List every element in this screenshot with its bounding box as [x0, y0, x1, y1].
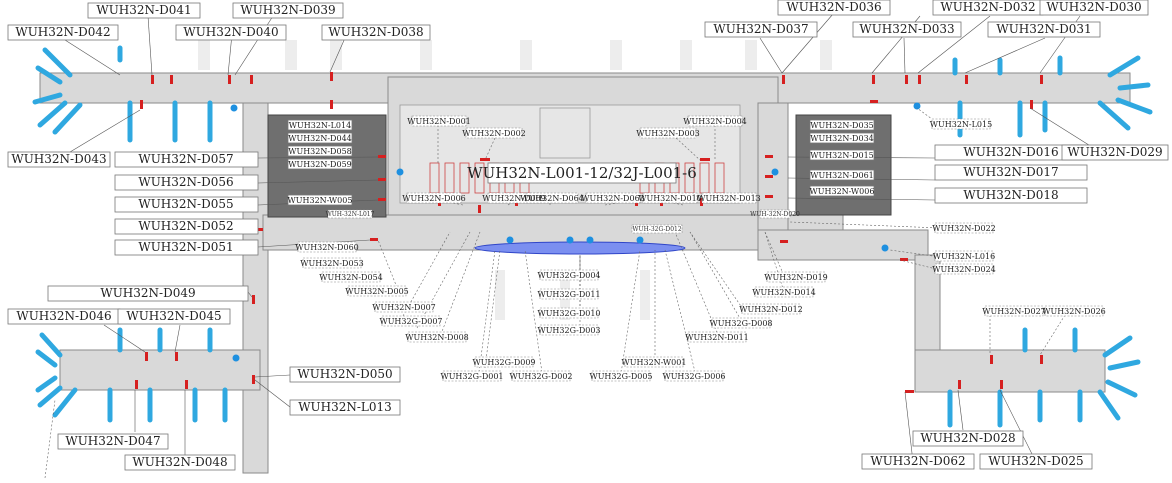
- small-label-d053: WUH32N-D053: [300, 259, 364, 268]
- room-label-w005: WUH32N-W005: [288, 196, 353, 205]
- small-label-g001: WUH32G-D001: [440, 372, 503, 381]
- small-label-d019: WUH32N-D019: [764, 273, 828, 282]
- room-label-boxes: [287, 119, 875, 206]
- center-title-box: [487, 162, 677, 184]
- label-d016: WUH32N-D016: [963, 145, 1058, 159]
- small-label-g004: WUH32G-D004: [537, 271, 600, 280]
- small-label-d008: WUH32N-D008: [405, 333, 469, 342]
- label-d043: WUH32N-D043: [11, 152, 106, 166]
- label-d028: WUH32N-D028: [920, 431, 1015, 445]
- label-d017: WUH32N-D017: [963, 165, 1058, 179]
- label-d052: WUH32N-D052: [138, 219, 233, 233]
- small-label-d054: WUH32N-D054: [319, 273, 383, 282]
- room-label-d061: WUH32N-D061: [810, 171, 874, 180]
- small-label-d012: WUH32N-D012: [739, 305, 803, 314]
- label-d062: WUH32N-D062: [870, 454, 965, 468]
- tiny-label-d020: WUH-32N-D020: [750, 211, 800, 218]
- small-label-d003: WUH32N-D003: [636, 129, 700, 138]
- label-d046: WUH32N-D046: [16, 309, 111, 323]
- right-labels: WUH32N-D036 WUH32N-D032 WUH32N-D030 WUH3…: [713, 0, 1162, 468]
- small-label-d063: WUH32N-D063: [581, 194, 645, 203]
- room-label-d044: WUH32N-D044: [288, 134, 352, 143]
- room-label-d059: WUH32N-D059: [288, 160, 352, 169]
- small-label-g011: WUH32G-D011: [537, 290, 600, 299]
- small-label-d006: WUH32N-D006: [402, 194, 466, 203]
- label-d030: WUH32N-D030: [1046, 0, 1141, 14]
- small-label-d002: WUH32N-D002: [462, 129, 526, 138]
- label-d048: WUH32N-D048: [132, 455, 227, 469]
- label-d042: WUH32N-D042: [15, 25, 110, 39]
- small-label-d014: WUH32N-D014: [752, 288, 816, 297]
- small-label-g009: WUH32G-D009: [472, 358, 535, 367]
- small-label-g005: WUH32G-D005: [589, 372, 652, 381]
- small-label-d010: WUH32N-D010: [638, 194, 702, 203]
- small-label-g010: WUH32G-D010: [537, 309, 600, 318]
- small-label-d001: WUH32N-D001: [407, 117, 471, 126]
- small-labels: WUH32N-D001 WUH32N-D002 WUH32N-D003 WUH3…: [295, 117, 1106, 381]
- label-d029: WUH32N-D029: [1067, 145, 1162, 159]
- room-label-l014: WUH32N-L014: [289, 121, 351, 130]
- small-label-l016: WUH32N-L016: [933, 252, 995, 261]
- left-label-boxes: [7, 2, 431, 471]
- small-label-d064: WUH32N-D064: [520, 194, 584, 203]
- label-l013: WUH32N-L013: [298, 400, 392, 414]
- left-room-labels: WUH32N-L014 WUH32N-D044 WUH32N-D058 WUH3…: [288, 121, 353, 205]
- jet-bridges: [32, 45, 1153, 428]
- label-d031: WUH32N-D031: [996, 22, 1091, 36]
- small-label-w001: WUH32N-W001: [622, 358, 687, 367]
- label-d040: WUH32N-D040: [183, 25, 278, 39]
- small-label-d011: WUH32N-D011: [685, 333, 749, 342]
- small-label-d060: WUH32N-D060: [295, 243, 359, 252]
- small-label-g003: WUH32G-D003: [537, 326, 600, 335]
- label-d057: WUH32N-D057: [138, 152, 233, 166]
- left-labels: WUH32N-D041 WUH32N-D039 WUH32N-D042 WUH3…: [11, 3, 423, 469]
- label-d032: WUH32N-D032: [940, 0, 1035, 14]
- label-d018: WUH32N-D018: [963, 188, 1058, 202]
- small-label-d005: WUH32N-D005: [345, 287, 409, 296]
- room-label-d015: WUH32N-D015: [810, 151, 874, 160]
- tiny-labels: WUH-32N-L017 WUH-32G-D012 WUH-32N-D020: [326, 209, 800, 234]
- label-d038: WUH32N-D038: [328, 25, 423, 39]
- label-d056: WUH32N-D056: [138, 175, 233, 189]
- small-label-g007: WUH32G-D007: [379, 317, 442, 326]
- small-label-d009: WUH32N-D009: [482, 194, 546, 203]
- small-label-d007: WUH32N-D007: [372, 303, 436, 312]
- right-label-boxes: [704, 0, 1169, 470]
- small-label-g006: WUH32G-D006: [662, 372, 725, 381]
- small-label-g008: WUH32G-D008: [709, 319, 772, 328]
- blue-oval-area: [474, 241, 686, 255]
- label-d047: WUH32N-D047: [65, 434, 160, 448]
- room-label-d035: WUH32N-D035: [810, 121, 874, 130]
- small-label-d004: WUH32N-D004: [683, 117, 747, 126]
- small-label-d022: WUH32N-D022: [932, 224, 996, 233]
- small-label-d013: WUH32N-D013: [697, 194, 761, 203]
- blue-dots: [230, 102, 921, 362]
- tiny-label-g012: WUH-32G-D012: [632, 226, 681, 233]
- room-label-w006: WUH32N-W006: [810, 187, 875, 196]
- label-d045: WUH32N-D045: [126, 309, 221, 323]
- label-d049: WUH32N-D049: [100, 286, 195, 300]
- room-label-d034: WUH32N-D034: [810, 134, 874, 143]
- label-d025: WUH32N-D025: [988, 454, 1083, 468]
- label-d051: WUH32N-D051: [138, 240, 233, 254]
- label-d039: WUH32N-D039: [240, 3, 335, 17]
- label-d036: WUH32N-D036: [786, 0, 881, 14]
- label-d041: WUH32N-D041: [96, 3, 191, 17]
- label-d050: WUH32N-D050: [297, 367, 392, 381]
- right-room-labels: WUH32N-D035 WUH32N-D034 WUH32N-D015 WUH3…: [810, 121, 875, 196]
- small-label-g002: WUH32G-D002: [509, 372, 572, 381]
- tiny-label-l017: WUH-32N-L017: [326, 211, 375, 218]
- small-label-boxes: [297, 115, 1104, 382]
- small-label-l015: WUH32N-L015: [930, 120, 992, 129]
- small-label-d026: WUH32N-D026: [1042, 307, 1106, 316]
- label-d055: WUH32N-D055: [138, 197, 233, 211]
- small-label-d024: WUH32N-D024: [932, 265, 996, 274]
- label-d037: WUH32N-D037: [713, 22, 808, 36]
- small-label-d027: WUH32N-D027: [982, 307, 1046, 316]
- label-d033: WUH32N-D033: [859, 22, 954, 36]
- center-title: WUH32N-L001-12/32J-L001-6: [467, 164, 697, 182]
- room-label-d058: WUH32N-D058: [288, 147, 352, 156]
